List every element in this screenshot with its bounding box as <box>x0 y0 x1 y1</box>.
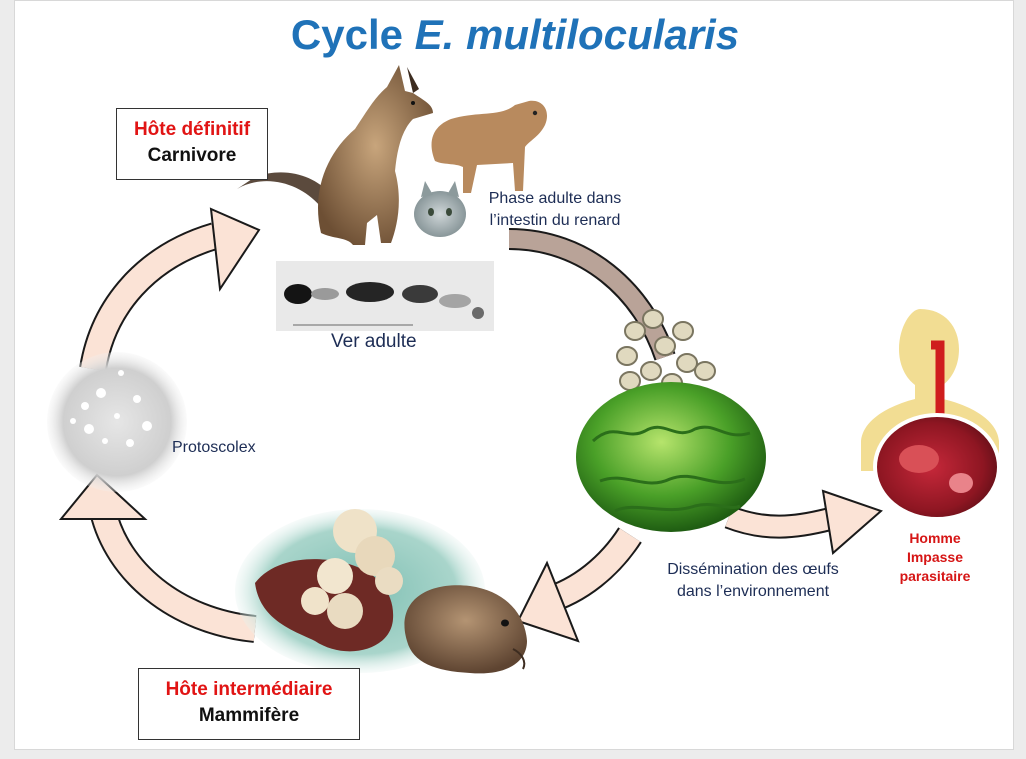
adult-phase-line1: Phase adulte dans <box>488 190 622 207</box>
human-line3: parasitaire <box>899 568 971 584</box>
human-label: Homme Impasse parasitaire <box>885 529 985 586</box>
adult-phase-label: Phase adulte dans l’intestin du renard <box>475 188 635 232</box>
protoscolex-micrograph <box>47 352 187 492</box>
title-main: Cycle <box>290 11 403 58</box>
vole-icon <box>404 585 527 674</box>
human-line1: Homme <box>909 530 961 546</box>
adult-worm-label: Ver adulte <box>331 331 417 352</box>
dissemination-label: Dissémination des œufs dans l’environnem… <box>653 559 853 603</box>
infected-liver-icon <box>873 413 1001 521</box>
intermediate-host-type: Mammifère <box>198 705 300 726</box>
dog-icon <box>431 100 548 193</box>
arrow-to-definitive-host <box>79 207 261 372</box>
adult-worm-micrograph <box>276 261 494 331</box>
definitive-host-role: Hôte définitif <box>133 119 251 140</box>
cat-icon <box>414 181 466 237</box>
lettuce-icon <box>576 382 766 532</box>
definitive-host-type: Carnivore <box>147 145 237 166</box>
slide-title: Cycle E. multilocularis <box>15 11 1013 59</box>
arrow-to-protoscolex <box>58 473 257 643</box>
cycle-diagram <box>47 65 1001 674</box>
adult-phase-line2: l’intestin du renard <box>489 212 621 229</box>
intermediate-host-box: Hôte intermédiaire Mammifère <box>138 668 360 740</box>
arrow-to-human <box>724 489 883 555</box>
arrow-to-eggs <box>508 228 676 361</box>
intermediate-host-role: Hôte intermédiaire <box>165 679 333 700</box>
protoscolex-label: Protoscolex <box>172 439 256 456</box>
liver-cyst-icon <box>235 509 485 673</box>
eggs-icon <box>616 309 716 393</box>
title-species: E. multilocularis <box>414 11 740 58</box>
definitive-host-box: Hôte définitif Carnivore <box>116 108 268 180</box>
dissemination-line2: dans l’environnement <box>676 583 830 600</box>
dissemination-line1: Dissémination des œufs <box>667 561 839 578</box>
fox-icon <box>237 65 433 245</box>
slide: Cycle E. multilocularis <box>14 0 1014 750</box>
arrow-to-intermediate-host <box>516 527 642 643</box>
human-line2: Impasse <box>906 549 964 565</box>
